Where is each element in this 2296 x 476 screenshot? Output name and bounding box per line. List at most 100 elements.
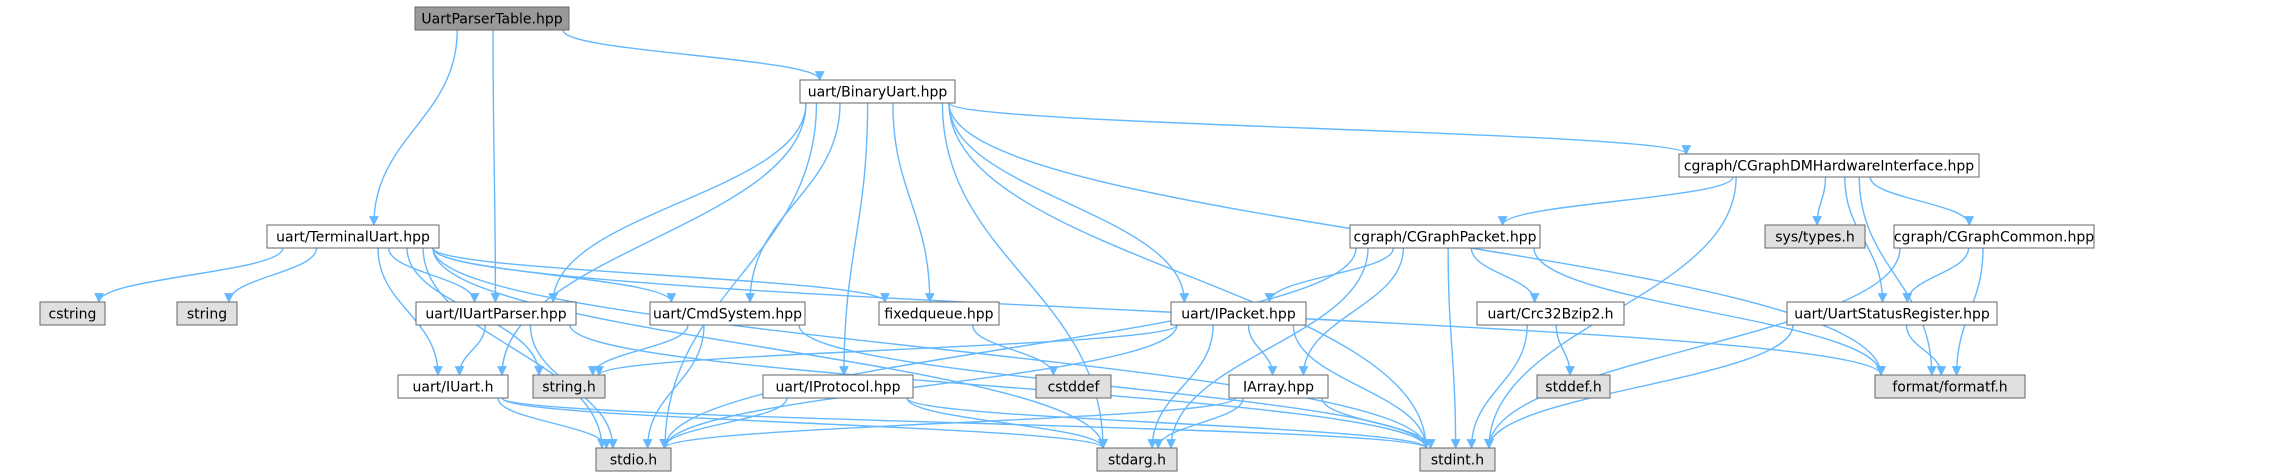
node-crc32[interactable]: uart/Crc32Bzip2.h [1476,301,1625,326]
node-label: stdint.h [1431,453,1484,469]
node-label: string.h [542,380,596,396]
edge-ipacket-to-stdint [1292,324,1431,449]
edge-iuart-to-stdarg [501,397,1108,449]
edge-cgraphpacket-to-ipacket [1264,247,1395,303]
node-box [1764,224,1866,249]
node-stringh: string.h [532,374,606,399]
node-label: cgraph/CGraphDMHardwareInterface.hpp [1684,159,1974,175]
edge-cgraphpacket-to-iarray [1298,247,1405,376]
edge-cgraphpacket-to-stdio [660,247,1357,449]
node-box [1536,374,1611,399]
node-uartstatus[interactable]: uart/UartStatusRegister.hpp [1786,301,1998,326]
edge-fixedqueue-to-cstddef [971,324,1059,376]
node-box [1035,374,1112,399]
edge-iuart-to-stdio [497,397,612,449]
edge-uartparsertable-to-binaryuart [562,29,825,81]
edge-cgraphpacket-to-crc32 [1470,247,1540,303]
node-stddef: stddef.h [1536,374,1611,399]
node-label: cgraph/CGraphPacket.hpp [1353,230,1536,246]
node-box [762,374,914,399]
edge-iarray-to-stdint [1321,397,1436,449]
node-box [1678,153,1980,178]
node-fixedqueue[interactable]: fixedqueue.hpp [878,301,1000,326]
node-binaryuart[interactable]: uart/BinaryUart.hpp [799,79,956,104]
node-label: IArray.hpp [1243,380,1314,396]
node-box [1228,374,1329,399]
edge-iprotocol-to-stdint [906,397,1431,449]
edge-iuartparser-to-iuart [454,324,486,376]
node-iuart[interactable]: uart/IUart.h [397,374,509,399]
node-label: stddef.h [1545,380,1601,396]
node-cgraphcommon[interactable]: cgraph/CGraphCommon.hpp [1893,224,2095,249]
edge-binaryuart-to-ipacket [948,102,1190,303]
node-label: cstring [49,307,97,323]
node-stdint: stdint.h [1419,447,1496,472]
node-label: uart/IUartParser.hpp [425,307,566,323]
node-box [1170,301,1307,326]
node-label: string [187,307,227,323]
node-systypes: sys/types.h [1764,224,1866,249]
node-box [1349,224,1541,249]
node-uartparsertable[interactable]: UartParserTable.hpp [414,6,570,31]
node-cstring: cstring [39,301,106,326]
edge-binaryuart-to-stdint [948,102,1431,449]
edge-iuartparser-to-stdint [569,324,1431,449]
edge-binaryuart-to-fixedqueue [892,102,935,303]
node-formatf: format/formatf.h [1874,374,2026,399]
node-iprotocol[interactable]: uart/IProtocol.hpp [762,374,914,399]
edge-ipacket-to-stdio [660,324,1178,449]
node-box [414,6,570,31]
node-box [1096,447,1178,472]
edge-ipacket-to-iarray [1247,324,1278,376]
node-label: uart/Crc32Bzip2.h [1487,307,1613,323]
edge-terminaluart-to-iuartparser [388,247,480,303]
node-box [649,301,806,326]
edge-cgraphdm-to-cgraphpacket [1497,176,1734,226]
edge-terminaluart-to-iuart [377,247,443,376]
node-cgraphpacket[interactable]: cgraph/CGraphPacket.hpp [1349,224,1541,249]
node-box [1419,447,1496,472]
node-stdarg: stdarg.h [1096,447,1178,472]
edge-iprotocol-to-stdarg [906,397,1108,449]
node-iuartparser[interactable]: uart/IUartParser.hpp [415,301,577,326]
edge-cgraphpacket-to-formatf [1533,247,1886,376]
node-label: uart/IPacket.hpp [1181,307,1296,323]
node-label: cgraph/CGraphCommon.hpp [1894,230,2094,246]
edge-cgraphdm-to-systypes [1812,176,1827,226]
edge-binaryuart-to-iuart [497,102,807,376]
node-cmdsystem[interactable]: uart/CmdSystem.hpp [649,301,806,326]
node-box [878,301,1000,326]
node-label: uart/IUart.h [413,380,494,396]
node-label: UartParserTable.hpp [421,12,562,28]
node-box [397,374,509,399]
node-terminaluart[interactable]: uart/TerminalUart.hpp [266,224,440,249]
edge-crc32-to-stddef [1555,324,1575,376]
edge-uartstatus-to-formatf [1905,324,1947,376]
node-label: stdio.h [610,453,657,469]
edge-cgraphdm-to-cgraphcommon [1869,176,1975,226]
node-label: uart/UartStatusRegister.hpp [1794,307,1990,323]
edge-cmdsystem-to-stdio [642,324,705,449]
node-iarray[interactable]: IArray.hpp [1228,374,1329,399]
edge-cgraphdm-to-formatf [1858,176,1937,376]
edge-binaryuart-to-iprotocol [839,102,869,376]
node-box [1893,224,2095,249]
node-label: format/formatf.h [1892,380,2007,396]
node-ipacket[interactable]: uart/IPacket.hpp [1170,301,1307,326]
edge-uartstatus-to-stdint [1484,324,1794,449]
edge-uartparsertable-to-terminaluart [368,29,458,226]
node-box [1874,374,2026,399]
node-label: uart/TerminalUart.hpp [276,230,430,246]
edge-iarray-to-stdio [660,397,1236,449]
node-box [1476,301,1625,326]
node-box [1786,301,1998,326]
node-cgraphdm[interactable]: cgraph/CGraphDMHardwareInterface.hpp [1678,153,1980,178]
node-box [532,374,606,399]
edge-terminaluart-to-stdio [422,247,607,449]
node-label: fixedqueue.hpp [884,307,993,323]
edge-crc32-to-stdint [1466,324,1528,449]
edge-terminaluart-to-string [224,247,318,303]
edge-terminaluart-to-cstring [94,247,284,303]
node-box [176,301,238,326]
edge-terminaluart-to-fixedqueue [432,247,890,303]
